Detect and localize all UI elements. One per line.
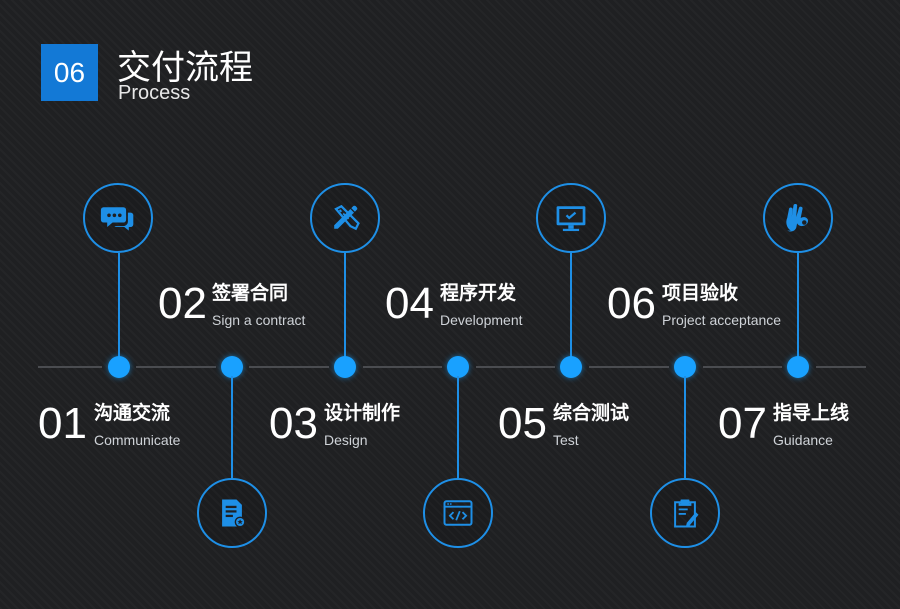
code-window-icon [443,500,473,526]
page-title: 交付流程 [117,48,253,88]
step-5-subtitle: Test [553,432,579,448]
clipboard-sign-icon [674,499,699,528]
step-3-title: 设计制作 [324,402,401,424]
step-7-number: 07 [718,399,767,448]
step-1-node [108,356,130,378]
step-2-title: 签署合同 [212,282,289,304]
section-number-badge: 06 [41,44,98,101]
step-7-subtitle: Guidance [773,432,833,448]
step-4-node [447,356,469,378]
step-1-number: 01 [38,399,87,448]
step-3-connector [344,253,346,359]
step-5-connector [570,253,572,359]
step-3-icon-circle [310,183,380,253]
step-3-number: 03 [269,399,318,448]
chat-bubbles-icon [100,207,134,231]
contract-document-icon [222,499,246,528]
step-4-subtitle: Development [440,312,523,328]
monitor-check-icon [556,206,586,232]
step-2-icon-circle [197,478,267,548]
step-6-subtitle: Project acceptance [662,312,782,328]
timeline-segment [589,366,669,368]
step-5-icon-circle [536,183,606,253]
step-2-node [221,356,243,378]
step-7-node [787,356,809,378]
step-7-title: 指导上线 [773,402,850,424]
step-5-node [560,356,582,378]
step-1-title: 沟通交流 [94,402,171,424]
step-6-icon-circle [650,478,720,548]
step-4-connector [457,376,459,480]
step-4-title: 程序开发 [440,282,517,304]
step-1-icon-circle [83,183,153,253]
step-2-subtitle: Sign a contract [212,312,306,328]
step-3-subtitle: Design [324,432,368,448]
step-7-connector [797,253,799,359]
design-tools-icon [334,204,360,231]
step-6-title: 项目验收 [662,282,739,304]
step-5-number: 05 [498,399,547,448]
step-4-number: 04 [385,279,434,328]
timeline-segment [38,366,102,368]
step-2-number: 02 [158,279,207,328]
page-subtitle: Process [118,82,191,104]
ok-hand-icon [786,203,809,232]
step-7-icon-circle [763,183,833,253]
step-4-icon-circle [423,478,493,548]
step-1-subtitle: Communicate [94,432,181,448]
timeline-segment [136,366,216,368]
step-5-title: 综合测试 [553,402,630,424]
step-3-node [334,356,356,378]
timeline-segment [249,366,329,368]
step-6-node [674,356,696,378]
timeline-segment [476,366,555,368]
step-1-connector [118,253,120,359]
timeline-segment [816,366,866,368]
timeline-segment [363,366,442,368]
step-6-connector [684,376,686,480]
step-6-number: 06 [607,279,656,328]
step-2-connector [231,376,233,480]
timeline-segment [703,366,782,368]
